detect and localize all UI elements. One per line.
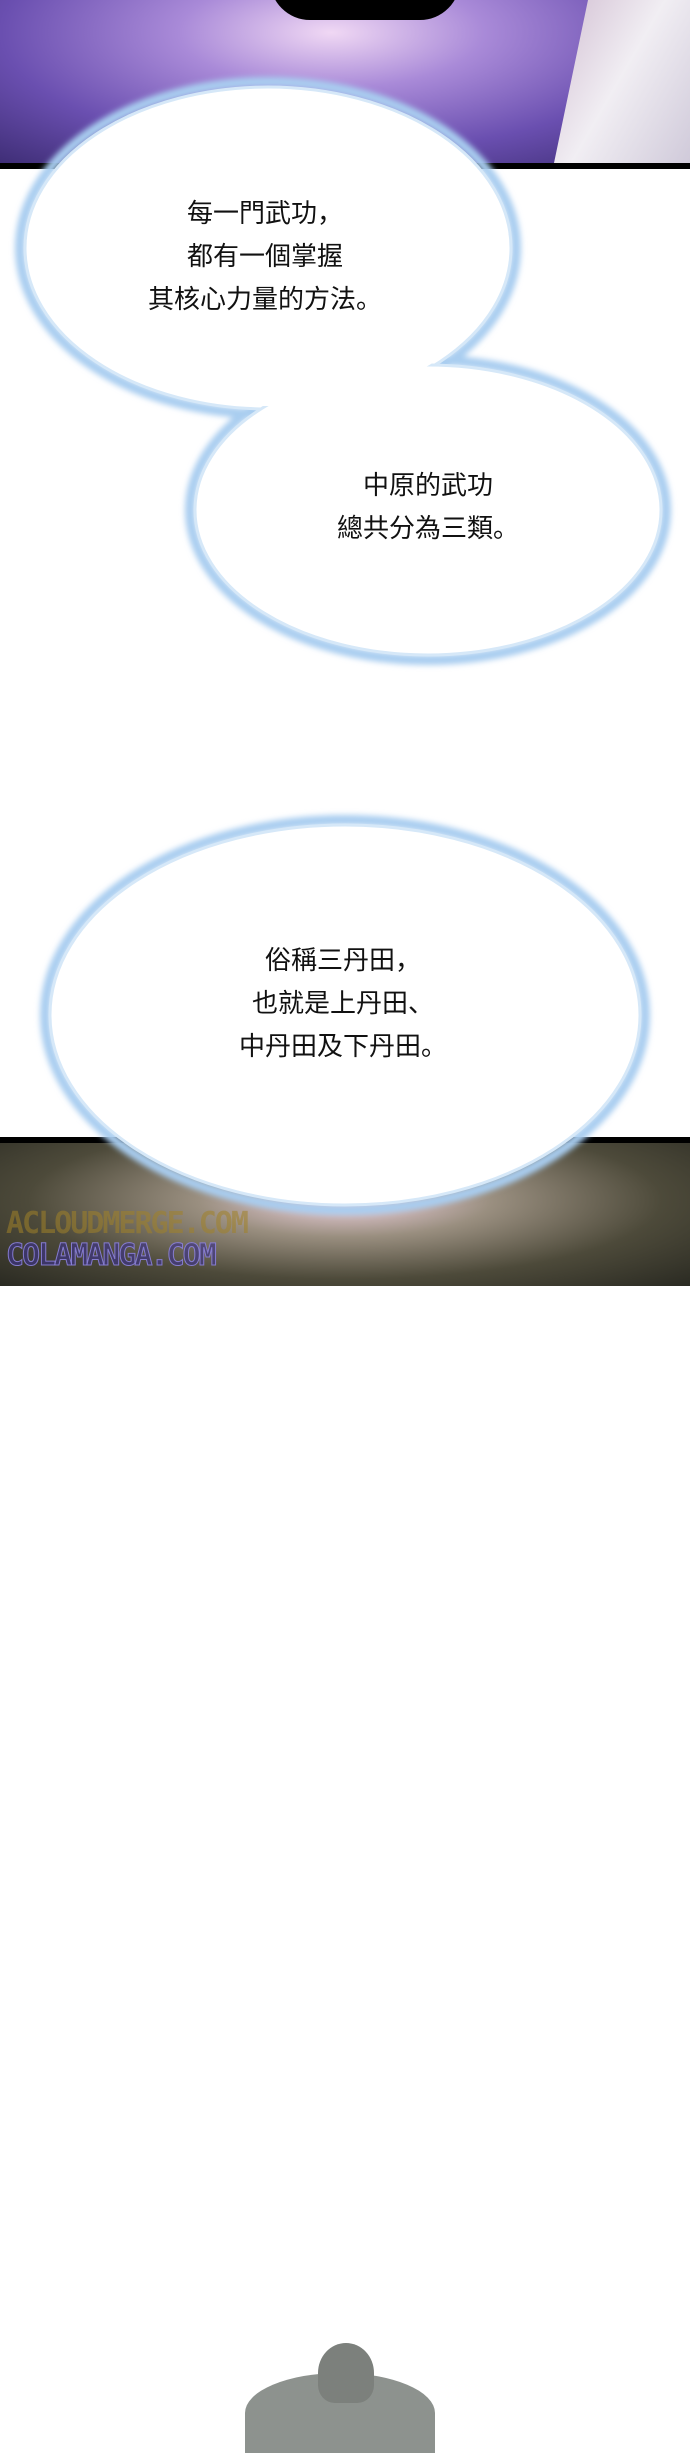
text-line: 俗稱三丹田，	[264, 946, 421, 976]
text-line: 也就是上丹田、	[251, 989, 434, 1019]
text-line: 總共分為三類。	[336, 514, 519, 544]
speech-bubbles	[15, 77, 671, 1215]
bubble-1-text: 每一門武功， 都有一個掌握 其核心力量的方法。	[65, 193, 465, 322]
bubble-2-text: 中原的武功 總共分為三類。	[228, 465, 628, 551]
text-line: 都有一個掌握	[186, 242, 343, 272]
text-line: 中原的武功	[362, 471, 493, 501]
watermark-acloudmerge: ACLOUDMERGE.COM	[6, 1206, 249, 1241]
text-line: 中丹田及下丹田。	[238, 1032, 447, 1062]
text-line: 其核心力量的方法。	[147, 285, 382, 315]
text-line: 每一門武功，	[186, 199, 343, 229]
figure-head	[318, 2343, 374, 2403]
speech-bubble-3	[48, 823, 642, 1207]
character-hair	[270, 0, 460, 20]
watermark-colamanga: COLAMANGA.COM	[6, 1238, 218, 1274]
bubble-3-text: 俗稱三丹田， 也就是上丹田、 中丹田及下丹田。	[143, 940, 543, 1069]
